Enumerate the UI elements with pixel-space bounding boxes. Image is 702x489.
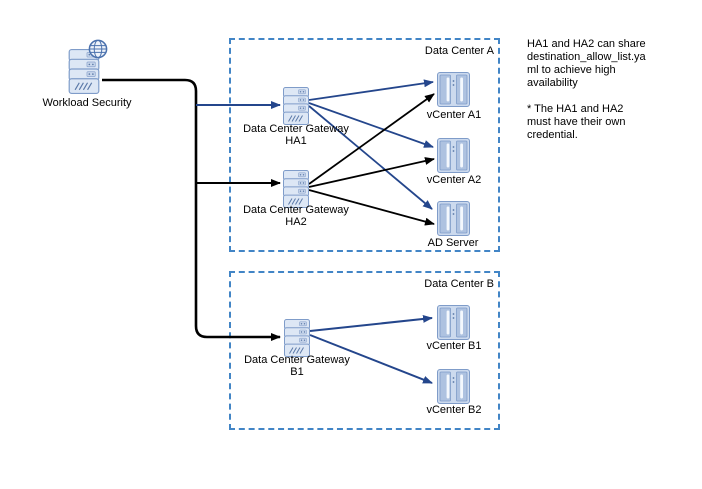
vcenter-b2-icon xyxy=(437,369,470,404)
vcenter-b2-label: vCenter B2 xyxy=(426,404,482,416)
gateway-ha1-icon xyxy=(283,87,309,125)
vcenter-b1-label: vCenter B1 xyxy=(426,340,482,352)
gateway-b1-icon xyxy=(284,319,310,357)
vcenter-a1-icon xyxy=(437,72,470,107)
ad-server-label: AD Server xyxy=(427,237,479,249)
ad-server-icon xyxy=(437,201,470,236)
gateway-b1-label: Data Center Gateway B1 xyxy=(244,354,350,378)
vcenter-a1-label: vCenter A1 xyxy=(426,109,482,121)
vcenter-a2-icon xyxy=(437,138,470,173)
gateway-ha1-label: Data Center Gateway HA1 xyxy=(243,123,349,147)
data-center-a-title: Data Center A xyxy=(424,45,494,57)
data-center-b-box xyxy=(229,271,500,430)
data-center-a-box xyxy=(229,38,500,252)
vcenter-a2-label: vCenter A2 xyxy=(426,174,482,186)
gateway-ha2-icon xyxy=(283,170,309,208)
data-center-b-title: Data Center B xyxy=(424,278,494,290)
ha-availability-note: HA1 and HA2 can share destination_allow_… xyxy=(527,38,646,141)
globe-icon xyxy=(88,39,108,59)
gateway-ha2-label: Data Center Gateway HA2 xyxy=(243,204,349,228)
vcenter-b1-icon xyxy=(437,305,470,340)
workload-security-label: Workload Security xyxy=(42,97,132,109)
